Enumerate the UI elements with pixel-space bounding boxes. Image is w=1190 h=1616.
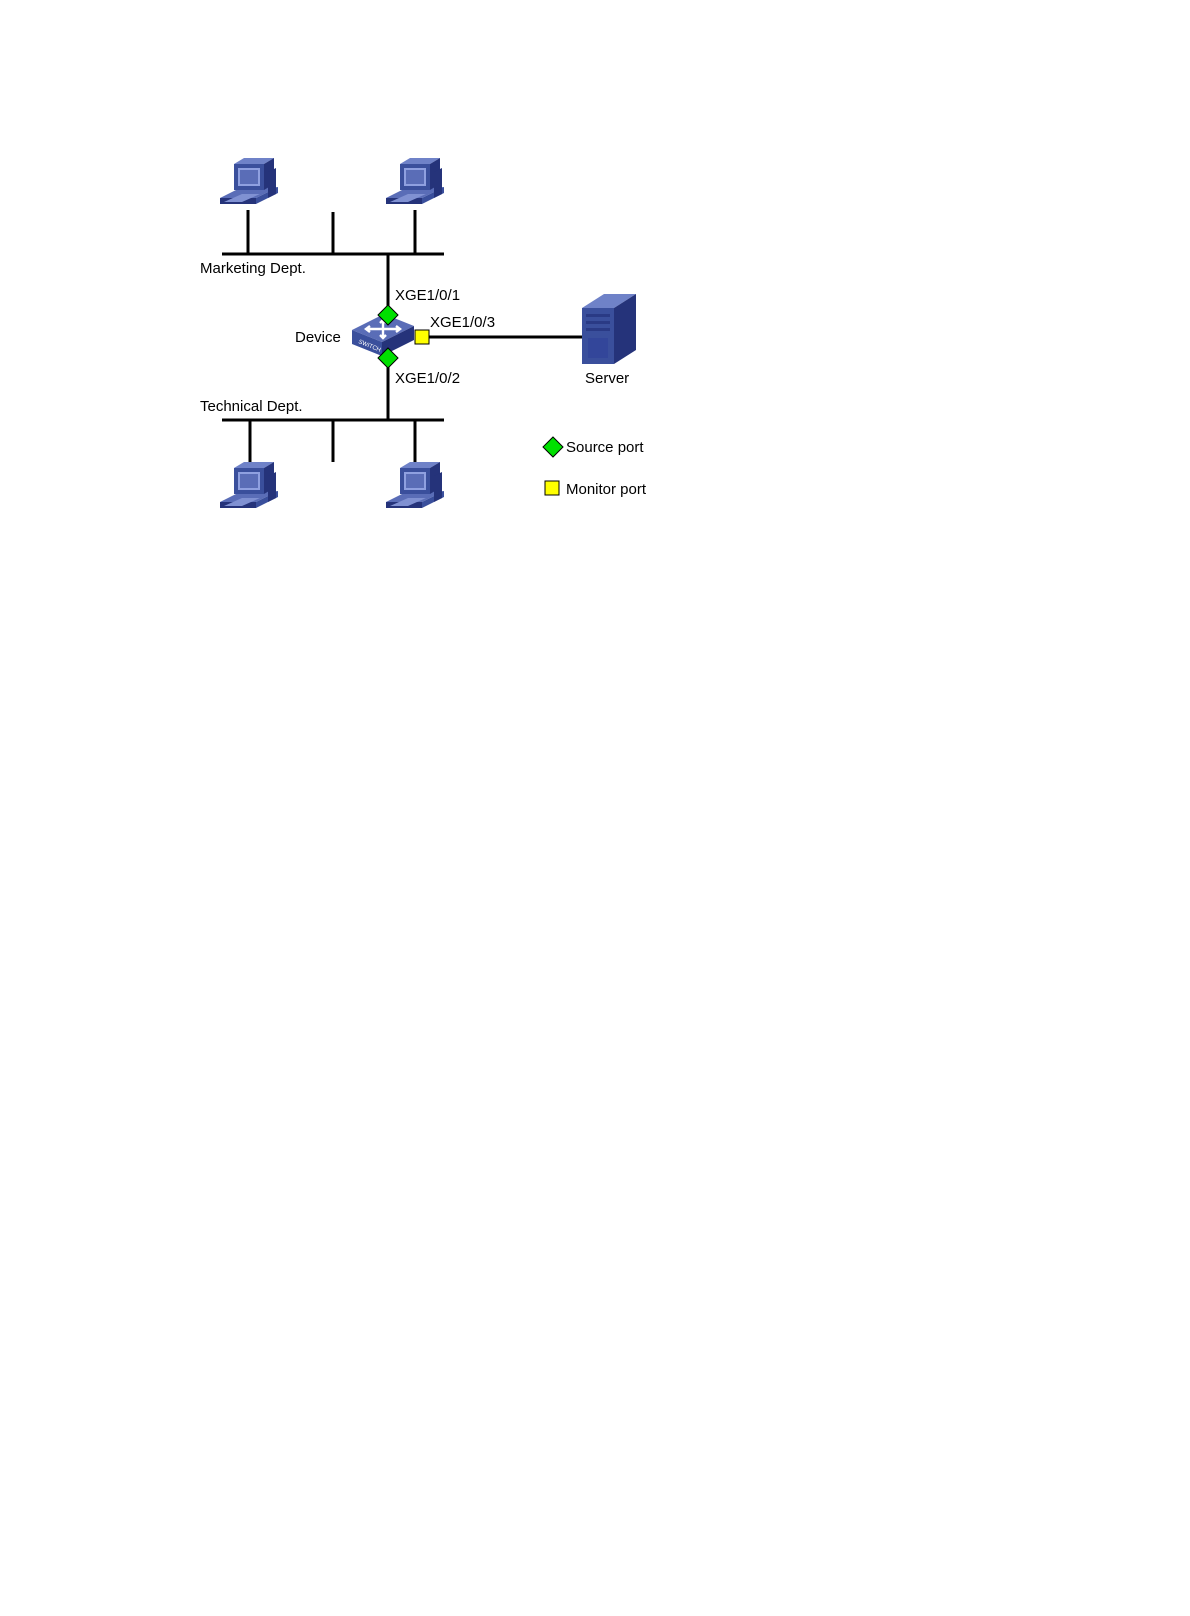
port-xge1-0-2-label: XGE1/0/2 (395, 370, 460, 387)
port-xge1-0-3-label: XGE1/0/3 (430, 314, 495, 331)
technical-dept-label: Technical Dept. (200, 398, 303, 415)
marketing-dept-label: Marketing Dept. (200, 260, 306, 277)
technical-host-2-icon (386, 462, 444, 508)
technical-host-1-icon (220, 462, 278, 508)
server-label: Server (585, 370, 629, 387)
port-xge1-0-1-label: XGE1/0/1 (395, 287, 460, 304)
legend-source-port-label: Source port (566, 439, 644, 456)
server-icon (582, 294, 636, 364)
monitor-port-xge1-0-3-marker (415, 330, 429, 344)
marketing-host-2-icon (386, 158, 444, 204)
marketing-host-1-icon (220, 158, 278, 204)
device-label: Device (295, 329, 341, 346)
legend-monitor-port-marker (545, 481, 559, 495)
legend-source-port-marker (543, 437, 563, 457)
legend: Source port Monitor port (543, 437, 647, 498)
legend-monitor-port-label: Monitor port (566, 481, 647, 498)
